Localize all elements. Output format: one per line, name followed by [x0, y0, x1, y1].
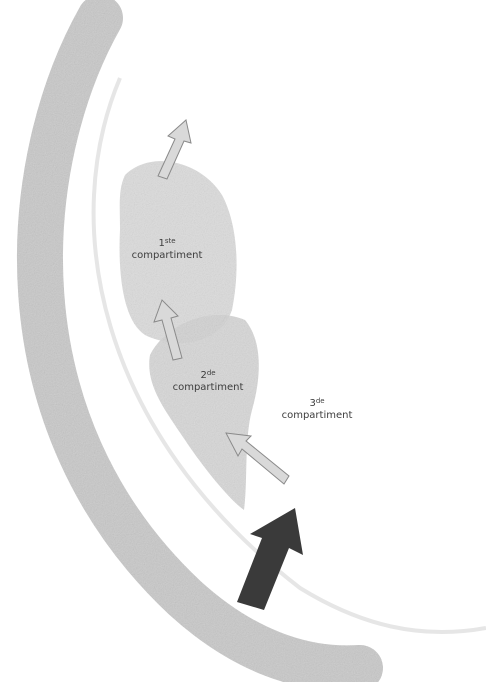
third-compartment-number: 3: [309, 398, 315, 409]
third-compartment-label: 3de compartiment: [262, 398, 372, 422]
first-compartment-suffix: ste: [165, 237, 176, 245]
second-compartment-suffix: de: [207, 369, 216, 377]
third-compartment-word: compartiment: [262, 410, 372, 422]
third-compartment-suffix: de: [316, 397, 325, 405]
first-compartment-number: 1: [158, 238, 164, 249]
second-compartment-number: 2: [200, 370, 206, 381]
first-compartment-word: compartiment: [119, 250, 215, 262]
first-compartment-label: 1ste compartiment: [119, 238, 215, 262]
second-compartment-label: 2de compartiment: [156, 370, 260, 394]
second-compartment-lobe: [149, 315, 259, 510]
second-compartment-word: compartiment: [156, 382, 260, 394]
dark-arrow: [237, 508, 303, 610]
